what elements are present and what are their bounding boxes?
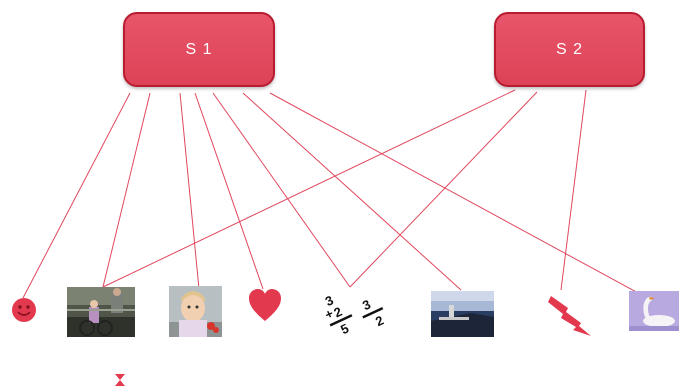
link-s2-lightning bbox=[560, 89, 587, 291]
boat-sea-photo[interactable] bbox=[431, 291, 494, 337]
link-s1-boat-photo bbox=[242, 92, 462, 291]
swan-photo[interactable] bbox=[629, 291, 679, 331]
svg-text:5: 5 bbox=[338, 321, 351, 338]
toddler-eating-photo[interactable] bbox=[169, 286, 222, 337]
link-s2-fractions bbox=[349, 91, 538, 288]
lightning-bolt-icon[interactable] bbox=[546, 290, 594, 338]
fractions-icon[interactable]: 3 + 2 5 3 2 bbox=[322, 287, 392, 339]
link-s1-toddler-photo bbox=[179, 92, 200, 290]
link-s1-fractions bbox=[212, 92, 351, 288]
smiley-face-icon[interactable] bbox=[10, 296, 38, 324]
node-s2-label: S 2 bbox=[555, 40, 583, 58]
hourglass-icon[interactable] bbox=[115, 374, 125, 386]
link-s1-swan-photo bbox=[269, 92, 652, 301]
node-s1[interactable]: S 1 bbox=[123, 12, 275, 87]
link-s2-bike-photo bbox=[102, 89, 516, 288]
node-s2[interactable]: S 2 bbox=[494, 12, 645, 87]
link-s1-smiley bbox=[22, 92, 131, 299]
heart-icon[interactable] bbox=[248, 288, 282, 324]
svg-text:2: 2 bbox=[373, 313, 386, 330]
link-s1-heart bbox=[194, 92, 264, 290]
link-s1-bike-photo bbox=[102, 92, 151, 288]
child-bicycle-photo[interactable] bbox=[67, 287, 135, 337]
svg-text:3: 3 bbox=[360, 297, 373, 314]
node-s1-label: S 1 bbox=[185, 40, 213, 58]
